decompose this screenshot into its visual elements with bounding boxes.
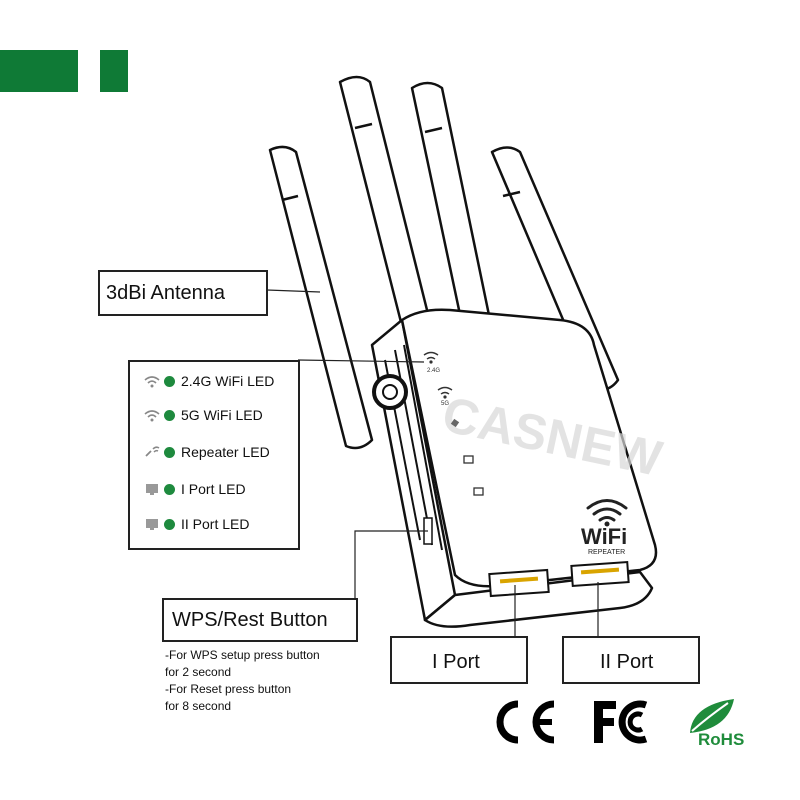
monitor-icon <box>146 484 158 495</box>
antenna-label: 3dBi Antenna <box>106 282 225 304</box>
port1-callout: I Port <box>390 636 528 684</box>
repeater-icon <box>145 446 160 457</box>
led-legend: 2.4G WiFi LED 5G WiFi LED Repeater LED I… <box>128 360 300 550</box>
wps-note-line: for 8 second <box>165 699 232 713</box>
port2-label: II Port <box>600 651 654 673</box>
body-bottom <box>423 570 654 628</box>
port1-label: I Port <box>432 651 480 673</box>
legend-label: II Port LED <box>181 516 250 532</box>
wifi-icon <box>144 376 160 388</box>
legend-item-5g: 5G WiFi LED <box>144 404 263 426</box>
fcc-mark-icon <box>594 700 648 744</box>
body-front <box>400 308 658 588</box>
legend-item-24g: 2.4G WiFi LED <box>144 370 274 392</box>
monitor-icon <box>146 519 158 530</box>
device-label-24g: 2.4G <box>427 368 440 374</box>
wps-callout: WPS/Rest Button <box>162 598 358 642</box>
wps-note-line: for 2 second <box>165 665 232 679</box>
legend-item-port2: II Port LED <box>144 513 249 535</box>
legend-label: 5G WiFi LED <box>181 407 263 423</box>
led-dot <box>164 483 175 495</box>
led-dot <box>164 446 175 458</box>
wps-label: WPS/Rest Button <box>172 609 328 631</box>
legend-label: 2.4G WiFi LED <box>181 373 275 389</box>
device-label-5g: 5G <box>441 401 449 407</box>
port2-callout: II Port <box>562 636 700 684</box>
legend-label: I Port LED <box>181 481 246 497</box>
led-dot <box>164 518 175 530</box>
wps-note-line: -For Reset press button <box>165 682 292 696</box>
wifi-logo-icon <box>586 499 628 522</box>
legend-label: Repeater LED <box>181 444 270 460</box>
device-logo-main: WiFi <box>581 524 627 549</box>
rohs-text: RoHS <box>698 730 744 749</box>
legend-item-repeater: Repeater LED <box>144 441 270 463</box>
rohs-mark-icon: RoHS <box>690 699 744 749</box>
legend-item-port1: I Port LED <box>144 478 246 500</box>
led-dot <box>164 409 175 421</box>
brand-bar-large <box>0 50 78 92</box>
wps-note-line: -For WPS setup press button <box>165 648 320 662</box>
ce-mark-icon <box>496 700 555 744</box>
antenna-callout: 3dBi Antenna <box>98 270 268 316</box>
antenna-1 <box>268 145 374 450</box>
device-logo-sub: REPEATER <box>588 549 625 556</box>
antenna-3 <box>410 81 492 328</box>
led-dot <box>164 375 175 387</box>
wifi-icon <box>144 410 160 422</box>
brand-bar-small <box>100 50 128 92</box>
wps-notes: -For WPS setup press button for 2 second… <box>165 647 320 715</box>
